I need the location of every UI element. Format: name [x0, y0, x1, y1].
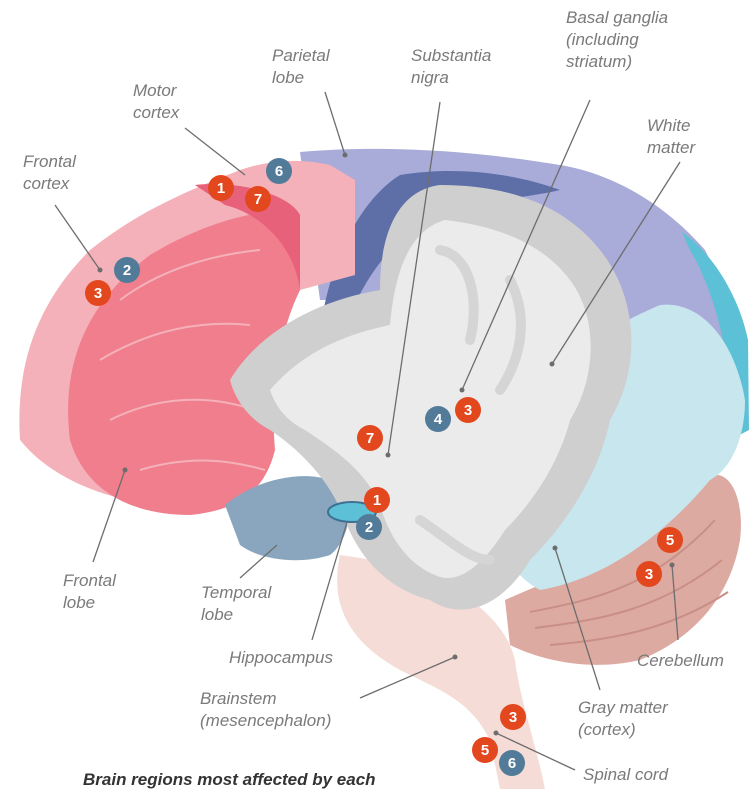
svg-text:3: 3	[94, 285, 102, 302]
label-basal-ganglia: Basal ganglia (including striatum)	[566, 7, 668, 73]
badge-spinal-5: 5	[472, 737, 498, 763]
badge-cerebellum-3: 3	[636, 561, 662, 587]
diagram-caption: Brain regions most affected by each	[83, 770, 376, 790]
badge-hippocampus-1: 1	[364, 487, 390, 513]
label-white-matter: White matter	[647, 115, 695, 159]
badge-motor-6: 6	[266, 158, 292, 184]
svg-text:7: 7	[254, 191, 262, 208]
badge-basal-3: 3	[455, 397, 481, 423]
badge-cerebellum-5: 5	[657, 527, 683, 553]
label-temporal-lobe: Temporal lobe	[201, 582, 271, 626]
badge-frontal-3: 3	[85, 280, 111, 306]
badge-basal-4: 4	[425, 406, 451, 432]
svg-text:6: 6	[275, 163, 283, 180]
svg-text:1: 1	[217, 180, 225, 197]
badge-motor-1: 1	[208, 175, 234, 201]
svg-text:5: 5	[666, 532, 674, 549]
svg-text:2: 2	[123, 262, 131, 279]
badge-spinal-6: 6	[499, 750, 525, 776]
badge-frontal-2: 2	[114, 257, 140, 283]
label-hippocampus: Hippocampus	[229, 647, 333, 669]
label-motor-cortex: Motor cortex	[133, 80, 179, 124]
svg-text:4: 4	[434, 411, 443, 428]
svg-text:6: 6	[508, 755, 516, 772]
svg-text:7: 7	[366, 430, 374, 447]
label-cerebellum: Cerebellum	[637, 650, 724, 672]
svg-text:1: 1	[373, 492, 381, 509]
label-substantia-nigra: Substantia nigra	[411, 45, 491, 89]
badge-spinal-3: 3	[500, 704, 526, 730]
svg-text:3: 3	[645, 566, 653, 583]
badge-motor-7: 7	[245, 186, 271, 212]
label-brainstem: Brainstem (mesencephalon)	[200, 688, 331, 732]
label-spinal-cord: Spinal cord	[583, 764, 668, 786]
svg-text:3: 3	[509, 709, 517, 726]
badge-hippocampus-2: 2	[356, 514, 382, 540]
label-parietal-lobe: Parietal lobe	[272, 45, 330, 89]
svg-text:3: 3	[464, 402, 472, 419]
label-frontal-lobe: Frontal lobe	[63, 570, 116, 614]
svg-text:2: 2	[365, 519, 373, 536]
svg-text:5: 5	[481, 742, 489, 759]
label-gray-matter: Gray matter (cortex)	[578, 697, 668, 741]
label-frontal-cortex: Frontal cortex	[23, 151, 76, 195]
badge-nigra-7: 7	[357, 425, 383, 451]
